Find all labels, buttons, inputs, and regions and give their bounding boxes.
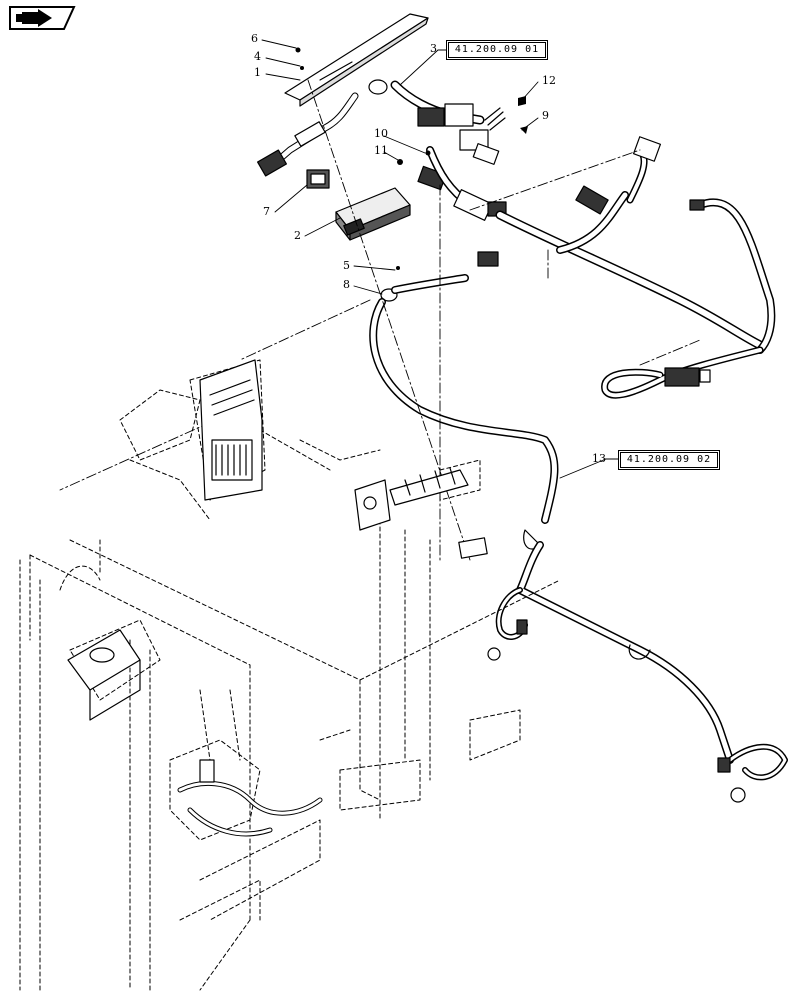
leader-lines xyxy=(261,39,619,479)
hydraulic-lines xyxy=(177,759,323,837)
connector-pigtail xyxy=(257,92,359,177)
callout-5[interactable]: 5 xyxy=(343,259,350,272)
control-module xyxy=(335,187,411,241)
reference-code: 41.200.09 02 xyxy=(619,452,719,468)
center-lines xyxy=(59,79,701,561)
lower-harness xyxy=(369,251,788,803)
callout-3[interactable]: 3 xyxy=(430,42,437,55)
grommet xyxy=(368,79,388,95)
callout-2[interactable]: 2 xyxy=(294,229,301,242)
callout-10[interactable]: 10 xyxy=(374,127,388,140)
rocker-switch xyxy=(306,169,330,189)
reference-box-harness-3[interactable]: 41.200.09 01 xyxy=(446,40,548,60)
main-harness xyxy=(390,80,776,399)
callout-4[interactable]: 4 xyxy=(254,50,261,63)
relay-cluster xyxy=(354,467,488,559)
reference-code: 41.200.09 01 xyxy=(447,42,547,58)
reference-box-harness-13[interactable]: 41.200.09 02 xyxy=(618,450,720,470)
machine-frame xyxy=(19,359,561,991)
callout-8[interactable]: 8 xyxy=(343,278,350,291)
callout-13[interactable]: 13 xyxy=(592,452,606,465)
callout-6[interactable]: 6 xyxy=(251,32,258,45)
cover-plate xyxy=(284,13,429,107)
callout-7[interactable]: 7 xyxy=(263,205,270,218)
previous-page-arrow-icon[interactable] xyxy=(8,6,76,30)
callout-11[interactable]: 11 xyxy=(374,144,388,157)
fasteners xyxy=(295,47,528,270)
pedal-bracket xyxy=(67,629,141,721)
callout-9[interactable]: 9 xyxy=(542,109,549,122)
callout-1[interactable]: 1 xyxy=(254,66,261,79)
fuse-box xyxy=(199,359,263,501)
callout-12[interactable]: 12 xyxy=(542,74,556,87)
